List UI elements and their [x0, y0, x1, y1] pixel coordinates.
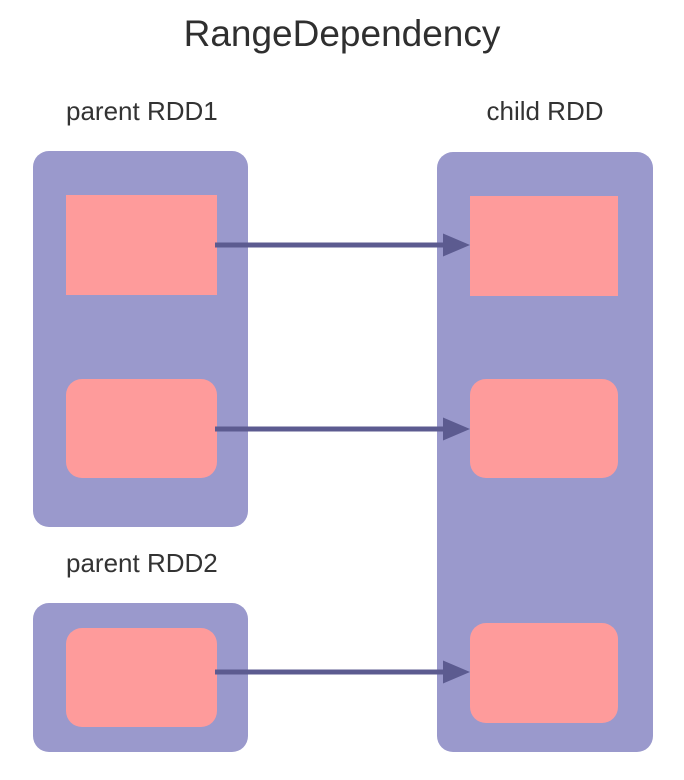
- parent-rdd1-partition-2: [66, 379, 217, 478]
- parent-rdd1-partition-1: [66, 195, 217, 295]
- parent-rdd2-label: parent RDD2: [66, 548, 218, 578]
- child-rdd-partition-2: [470, 379, 618, 478]
- dependency-arrow-1: [215, 233, 470, 257]
- child-rdd-partition-1: [470, 196, 618, 296]
- child-rdd-partition-3: [470, 623, 618, 723]
- child-rdd-label: child RDD: [486, 96, 604, 126]
- parent-rdd2-partition-1: [66, 628, 217, 727]
- dependency-arrow-2: [215, 417, 470, 441]
- diagram-title: RangeDependency: [183, 13, 501, 54]
- dependency-arrow-3: [215, 660, 470, 684]
- parent-rdd1-label: parent RDD1: [66, 96, 218, 126]
